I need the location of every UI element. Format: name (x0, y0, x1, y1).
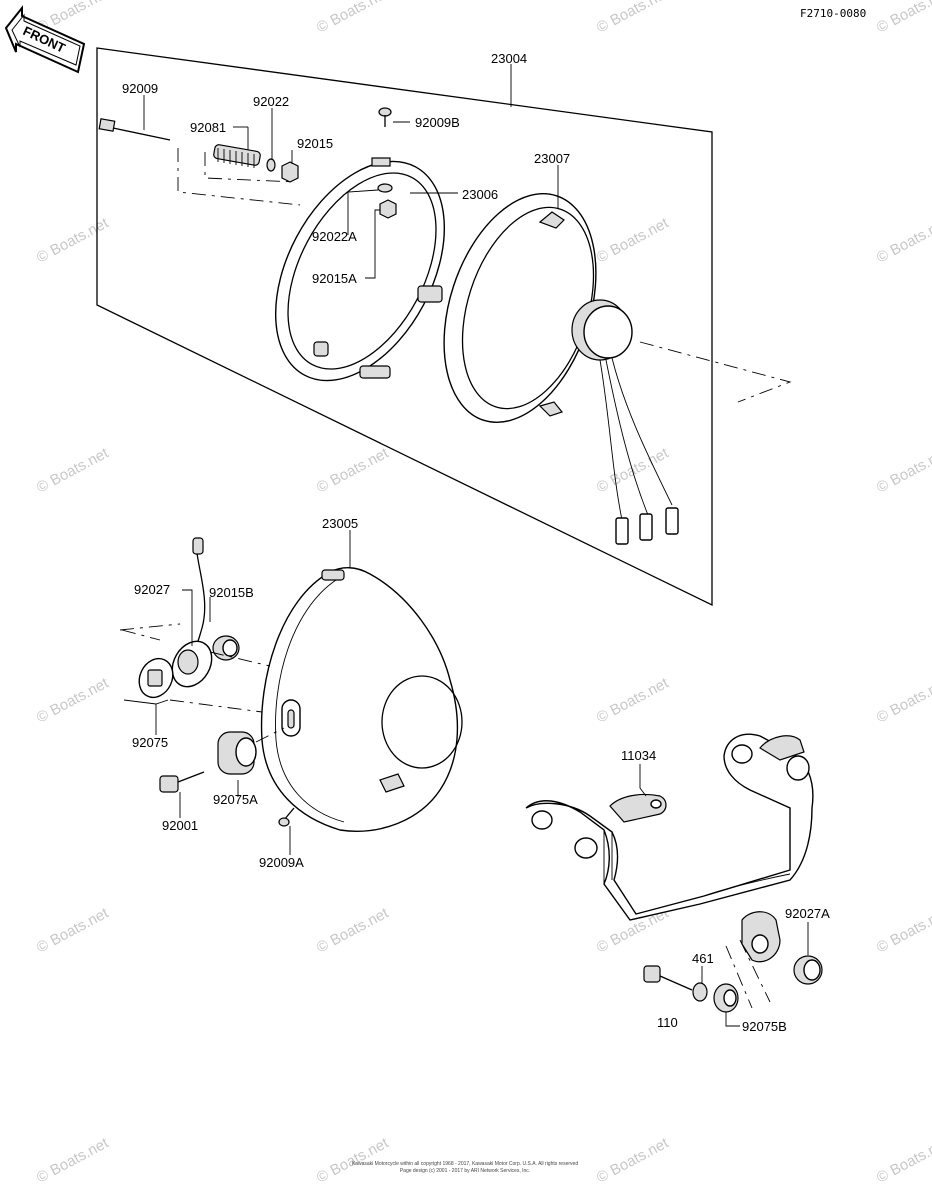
label-23007: 23007 (534, 151, 570, 166)
watermark: © Boats.net (314, 444, 392, 496)
grommet-92027A (793, 955, 823, 985)
nut-92015A (379, 199, 397, 219)
washer-92022 (266, 158, 276, 172)
nut-92015B (212, 635, 240, 661)
label-92009B: 92009B (415, 115, 460, 130)
label-92075: 92075 (132, 735, 168, 750)
front-arrow-icon (4, 5, 86, 74)
watermark: © Boats.net (34, 904, 112, 956)
watermark: © Boats.net (874, 444, 932, 496)
label-92009A: 92009A (259, 855, 304, 870)
label-23005: 23005 (322, 516, 358, 531)
watermark: © Boats.net (34, 214, 112, 266)
label-92015A: 92015A (312, 271, 357, 286)
watermark: © Boats.net (594, 0, 672, 37)
footer: Kawasaki Motorcycle within all copyright… (352, 1161, 578, 1174)
watermark: © Boats.net (874, 904, 932, 956)
watermark: © Boats.net (34, 674, 112, 726)
label-92075A: 92075A (213, 792, 258, 807)
label-110: 110 (657, 1015, 678, 1030)
connector-icon (639, 513, 653, 541)
label-92022: 92022 (253, 94, 289, 109)
label-92009: 92009 (122, 81, 158, 96)
label-92027A: 92027A (785, 906, 830, 921)
watermark: © Boats.net (874, 674, 932, 726)
label-11034: 11034 (621, 748, 656, 763)
connector-icon (665, 507, 679, 535)
watermark: © Boats.net (594, 1134, 672, 1186)
headlight-assembly-frame (96, 47, 713, 607)
spring-92081 (213, 144, 261, 168)
watermark: © Boats.net (314, 0, 392, 37)
watermark: © Boats.net (594, 444, 672, 496)
rim-ring-23006 (274, 157, 446, 382)
watermark: © Boats.net (594, 674, 672, 726)
label-92075B: 92075B (742, 1019, 787, 1034)
watermark: © Boats.net (314, 904, 392, 956)
watermark: © Boats.net (874, 214, 932, 266)
label-461: 461 (692, 951, 714, 966)
screw-92009B (378, 107, 392, 127)
label-92015: 92015 (297, 136, 333, 151)
leader-lines (123, 64, 809, 1027)
footer-copyright: Kawasaki Motorcycle within all copyright… (352, 1161, 578, 1167)
headlight-housing-23005 (260, 567, 463, 832)
label-23006: 23006 (462, 187, 498, 202)
nut-92015 (281, 161, 299, 183)
cushion-92075A (217, 731, 257, 775)
diagram-code: F2710-0080 (800, 7, 866, 20)
bracket-11034 (525, 733, 814, 963)
watermark: © Boats.net (594, 214, 672, 266)
label-23004: 23004 (491, 51, 527, 66)
part-labels: 23004 92009 92022 92081 92015 92009B 230… (122, 51, 830, 1034)
sealed-beam-23007 (443, 193, 679, 545)
bolt-110 (643, 965, 693, 991)
label-92001: 92001 (162, 818, 198, 833)
watermark: © Boats.net (874, 0, 932, 37)
bolt-92009 (98, 118, 171, 141)
washer-461 (692, 982, 708, 1002)
washer-92022A (377, 183, 393, 193)
connector-icon (615, 517, 629, 545)
cushion-92075 (138, 657, 174, 699)
watermark: © Boats.net (874, 1134, 932, 1186)
screw-92009A (278, 807, 295, 827)
label-92022A: 92022A (312, 229, 357, 244)
watermark: © Boats.net (34, 1134, 112, 1186)
label-92027: 92027 (134, 582, 170, 597)
label-92015B: 92015B (209, 585, 254, 600)
bolt-92001 (159, 771, 205, 793)
cushion-92075B (713, 983, 739, 1013)
grommet-wire-92027 (171, 537, 213, 688)
label-92081: 92081 (190, 120, 226, 135)
footer-page-design: Page design (c) 2001 - 2017 by ARI Netwo… (400, 1168, 530, 1174)
watermark: © Boats.net (34, 444, 112, 496)
